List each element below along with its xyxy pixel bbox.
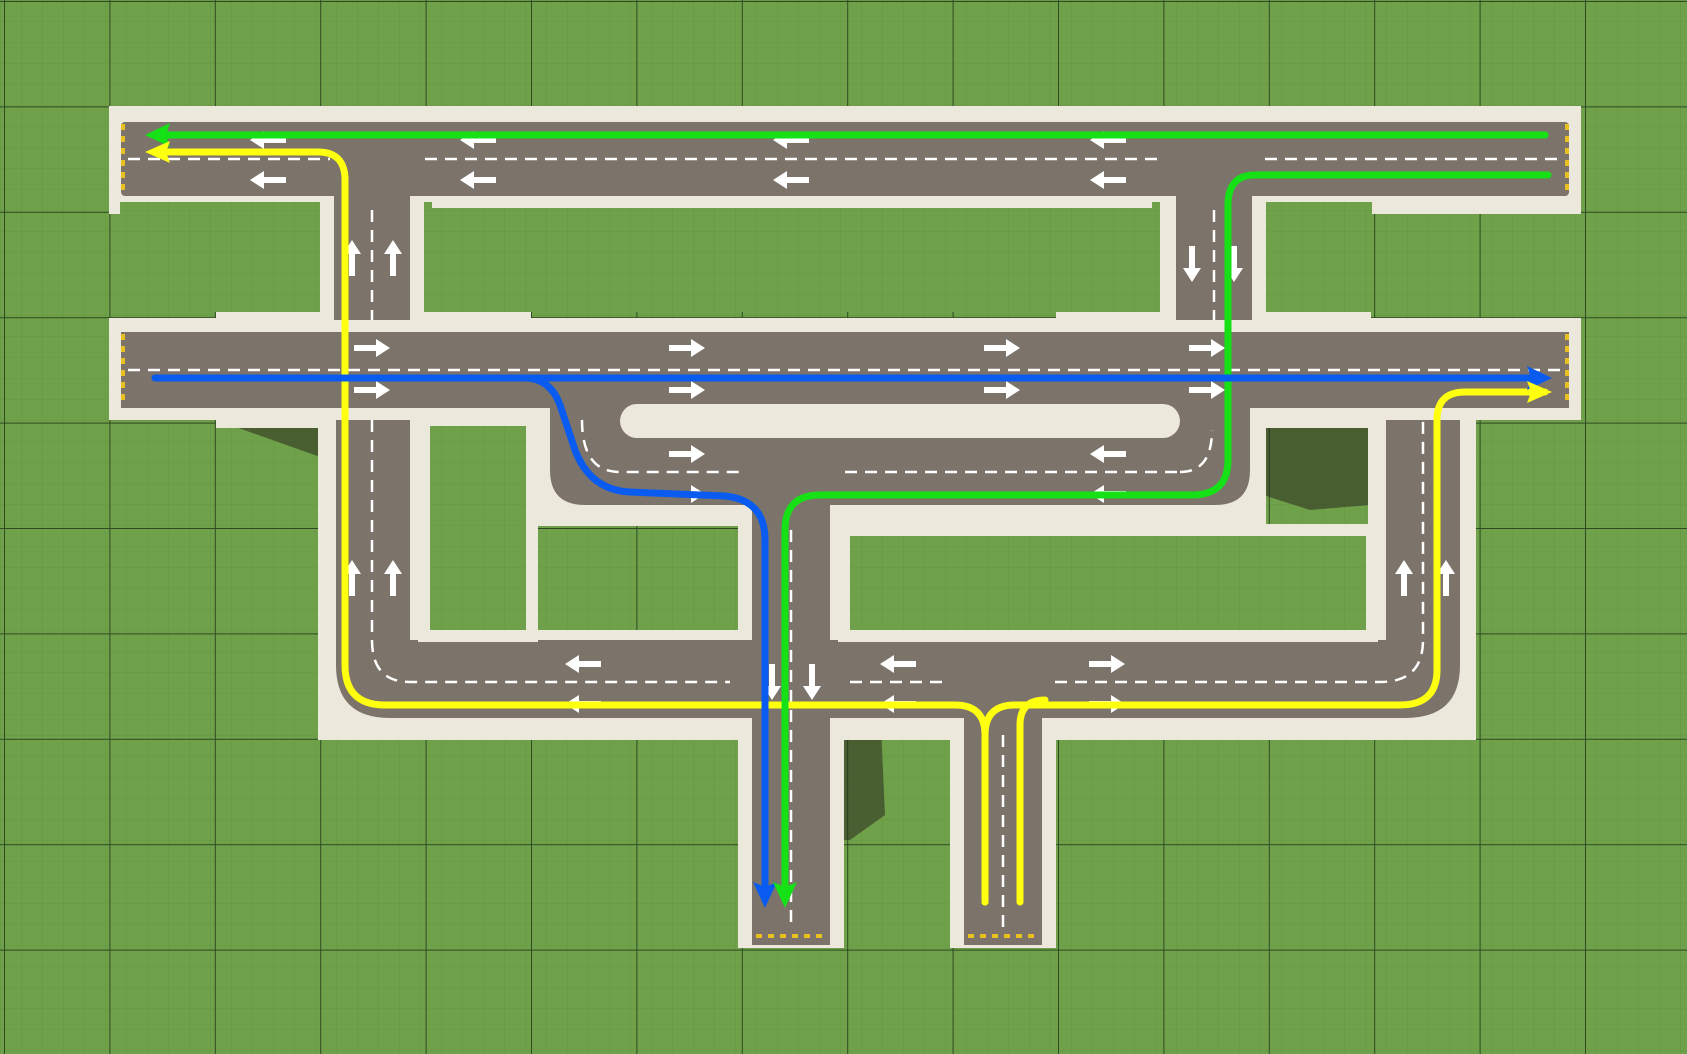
road-end-markers <box>121 124 1569 938</box>
arrow-west-icon <box>880 655 916 673</box>
arrow-north-icon <box>1437 560 1455 596</box>
arrow-south-icon <box>803 664 821 700</box>
arrow-east-icon <box>669 381 705 399</box>
route-overlays <box>151 131 1552 906</box>
yellow-arrowhead-icon <box>145 141 170 163</box>
yellow-route <box>981 388 1549 906</box>
arrow-west-icon <box>460 171 496 189</box>
yellow-route <box>1016 696 1049 906</box>
arrow-east-icon <box>354 339 390 357</box>
green-arrowhead-icon <box>145 123 170 147</box>
blue-route <box>521 374 769 904</box>
arrow-east-icon <box>1189 339 1225 357</box>
arrow-west-icon <box>1090 445 1126 463</box>
blue-arrowhead-icon <box>753 882 777 908</box>
arrow-south-icon <box>1183 246 1201 282</box>
yellow-route <box>151 148 989 906</box>
arrow-west-icon <box>250 171 286 189</box>
arrow-east-icon <box>669 445 705 463</box>
lane-dividers <box>128 157 1560 930</box>
route-arrowheads <box>145 123 1552 908</box>
arrow-east-icon <box>1189 381 1225 399</box>
arrow-north-icon <box>384 240 402 276</box>
arrow-east-icon <box>669 339 705 357</box>
arrow-west-icon <box>773 171 809 189</box>
arrow-north-icon <box>1395 560 1413 596</box>
arrow-east-icon <box>984 339 1020 357</box>
arrow-east-icon <box>354 381 390 399</box>
green-route <box>781 171 1552 904</box>
green-arrowhead-icon <box>773 882 797 908</box>
arrow-north-icon <box>384 560 402 596</box>
arrow-west-icon <box>1090 171 1126 189</box>
interior-islands <box>120 200 1378 642</box>
arrow-east-icon <box>984 381 1020 399</box>
arrow-west-icon <box>565 655 601 673</box>
arrow-east-icon <box>1089 655 1125 673</box>
yellow-arrowhead-icon <box>1527 381 1552 403</box>
